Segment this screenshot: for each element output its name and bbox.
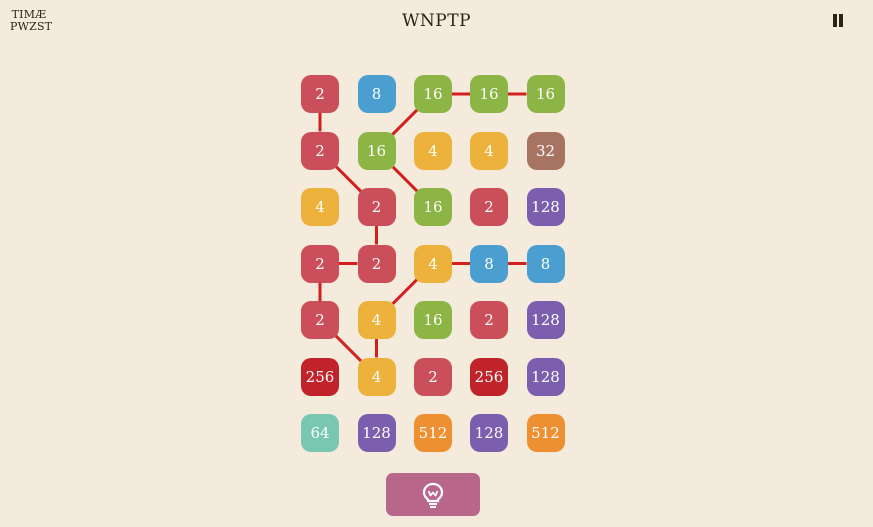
tile-link (390, 164, 419, 193)
tile[interactable]: 8 (526, 244, 565, 283)
tile[interactable]: 4 (414, 244, 452, 283)
tile-link (390, 277, 419, 306)
tile[interactable]: 4 (301, 188, 339, 226)
tile-value: 16 (423, 85, 443, 103)
tile[interactable]: 8 (357, 75, 396, 113)
tile-value: 128 (362, 424, 391, 442)
tile[interactable]: 128 (526, 188, 565, 226)
tile-value: 16 (366, 141, 387, 160)
tile[interactable]: 16 (357, 131, 396, 170)
tile-value: 2 (315, 254, 325, 273)
tile-value: 256 (305, 367, 335, 386)
tile[interactable]: 128 (357, 414, 396, 452)
tile[interactable]: 4 (414, 131, 452, 170)
tile-value: 128 (531, 367, 560, 386)
tile-value: 16 (423, 198, 443, 216)
tile-value: 16 (423, 311, 443, 329)
tile-value: 2 (428, 367, 438, 386)
tile[interactable]: 2 (301, 301, 339, 339)
tile[interactable]: 512 (526, 414, 565, 452)
tile[interactable]: 2 (414, 357, 452, 396)
tile-value: 4 (371, 311, 382, 329)
tile-value: 128 (531, 198, 560, 216)
tile-value: 2 (315, 85, 325, 103)
tile-value: 4 (371, 367, 382, 386)
tile-value: 128 (474, 424, 504, 442)
tile[interactable]: 2 (301, 131, 339, 170)
tile[interactable]: 2 (357, 188, 396, 226)
tile[interactable]: 4 (470, 131, 508, 170)
tile-link (390, 108, 419, 137)
tile[interactable]: 128 (470, 414, 508, 452)
tile-value: 128 (531, 311, 560, 329)
tile[interactable]: 32 (526, 131, 565, 170)
hint-button[interactable] (386, 473, 480, 516)
tile-value: 8 (371, 85, 382, 103)
tile-link (334, 334, 363, 363)
tile-value: 32 (535, 141, 556, 160)
tile-value: 2 (371, 198, 382, 216)
tile[interactable]: 16 (414, 188, 452, 226)
tile-value: 2 (315, 311, 325, 329)
tile-value: 256 (474, 367, 504, 386)
tile[interactable]: 2 (357, 244, 396, 283)
tile[interactable]: 2 (470, 301, 508, 339)
tile[interactable]: 256 (301, 357, 339, 396)
lightbulb-icon (422, 482, 444, 508)
tile[interactable]: 64 (301, 414, 339, 452)
tile-value: 512 (418, 424, 448, 442)
tile[interactable]: 2 (301, 244, 339, 283)
tile[interactable]: 16 (526, 75, 565, 113)
tile-value: 2 (315, 141, 325, 160)
timer-line-2: PWZST (10, 20, 53, 33)
tile[interactable]: 128 (526, 357, 565, 396)
tile-value: 4 (484, 141, 494, 160)
tile[interactable]: 4 (357, 301, 396, 339)
tile-value: 2 (484, 198, 494, 216)
tile-value: 4 (315, 198, 325, 216)
tile[interactable]: 256 (470, 357, 508, 396)
page-title: WNPTP (401, 11, 472, 31)
timer-line-1: TIMÆ (11, 8, 47, 21)
tile-value: 512 (531, 424, 560, 442)
tile-value: 8 (484, 254, 494, 273)
tile-value: 2 (484, 311, 494, 329)
tile[interactable]: 16 (414, 75, 452, 113)
tile-value: 16 (479, 85, 499, 103)
tile-value: 8 (540, 254, 551, 273)
timer: TIMÆ PWZST (10, 8, 53, 33)
tile-value: 4 (428, 141, 438, 160)
tile[interactable]: 8 (470, 244, 508, 283)
tile-value: 4 (428, 254, 438, 273)
pause-button[interactable] (832, 14, 844, 28)
pause-icon-bar-right (839, 14, 843, 27)
tile[interactable]: 128 (526, 301, 565, 339)
tile[interactable]: 512 (414, 414, 452, 452)
tile-value: 64 (310, 424, 330, 442)
tile-value: 16 (535, 85, 556, 103)
tile-value: 2 (371, 254, 382, 273)
pause-icon-bar-left (833, 14, 837, 27)
tile[interactable]: 16 (414, 301, 452, 339)
tile-link (334, 164, 363, 193)
tile[interactable]: 4 (357, 357, 396, 396)
tile[interactable]: 2 (470, 188, 508, 226)
tile[interactable]: 2 (301, 75, 339, 113)
tile[interactable]: 16 (470, 75, 508, 113)
